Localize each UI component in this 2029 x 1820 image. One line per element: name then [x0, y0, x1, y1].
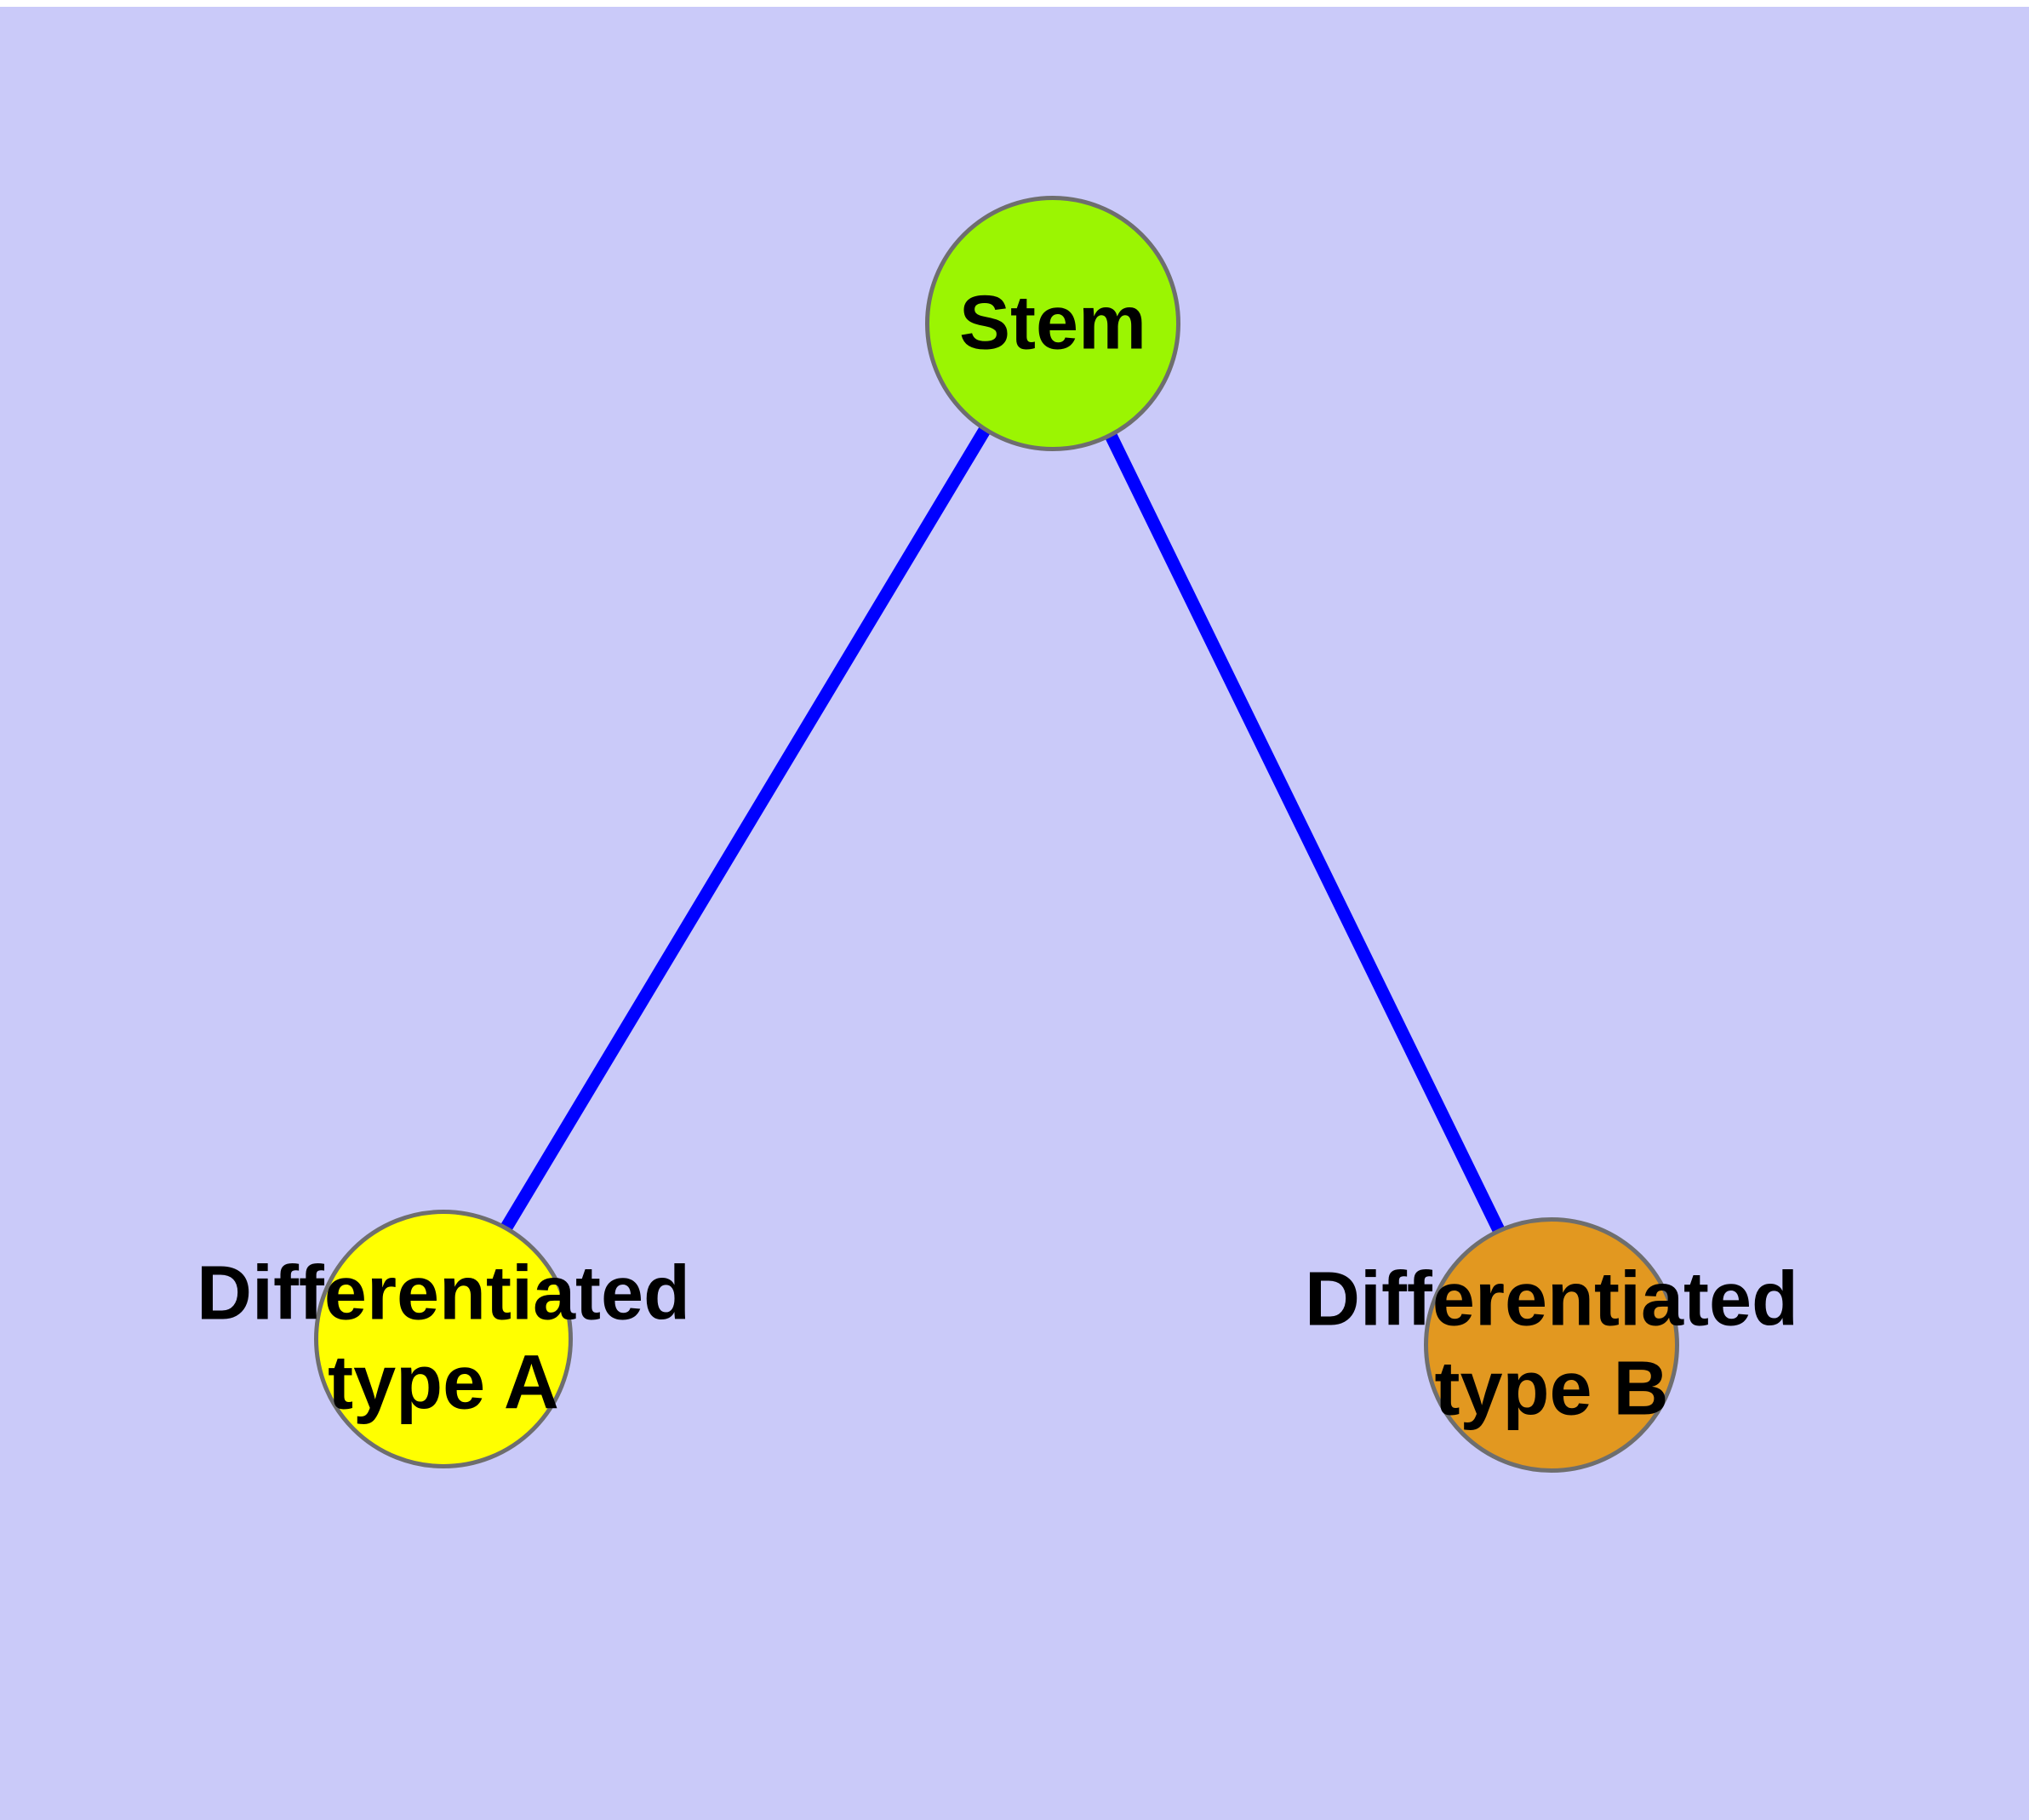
edge-layer	[437, 313, 1557, 1342]
plot-background: Stem Differentiated type A Differentiate…	[0, 7, 2029, 1820]
edge-stem-to-type-b	[1047, 313, 1557, 1342]
node-differentiated-type-a	[314, 1210, 573, 1468]
node-differentiated-type-b	[1424, 1217, 1679, 1473]
edge-stem-to-type-a	[437, 313, 1059, 1336]
node-stem	[925, 196, 1180, 451]
